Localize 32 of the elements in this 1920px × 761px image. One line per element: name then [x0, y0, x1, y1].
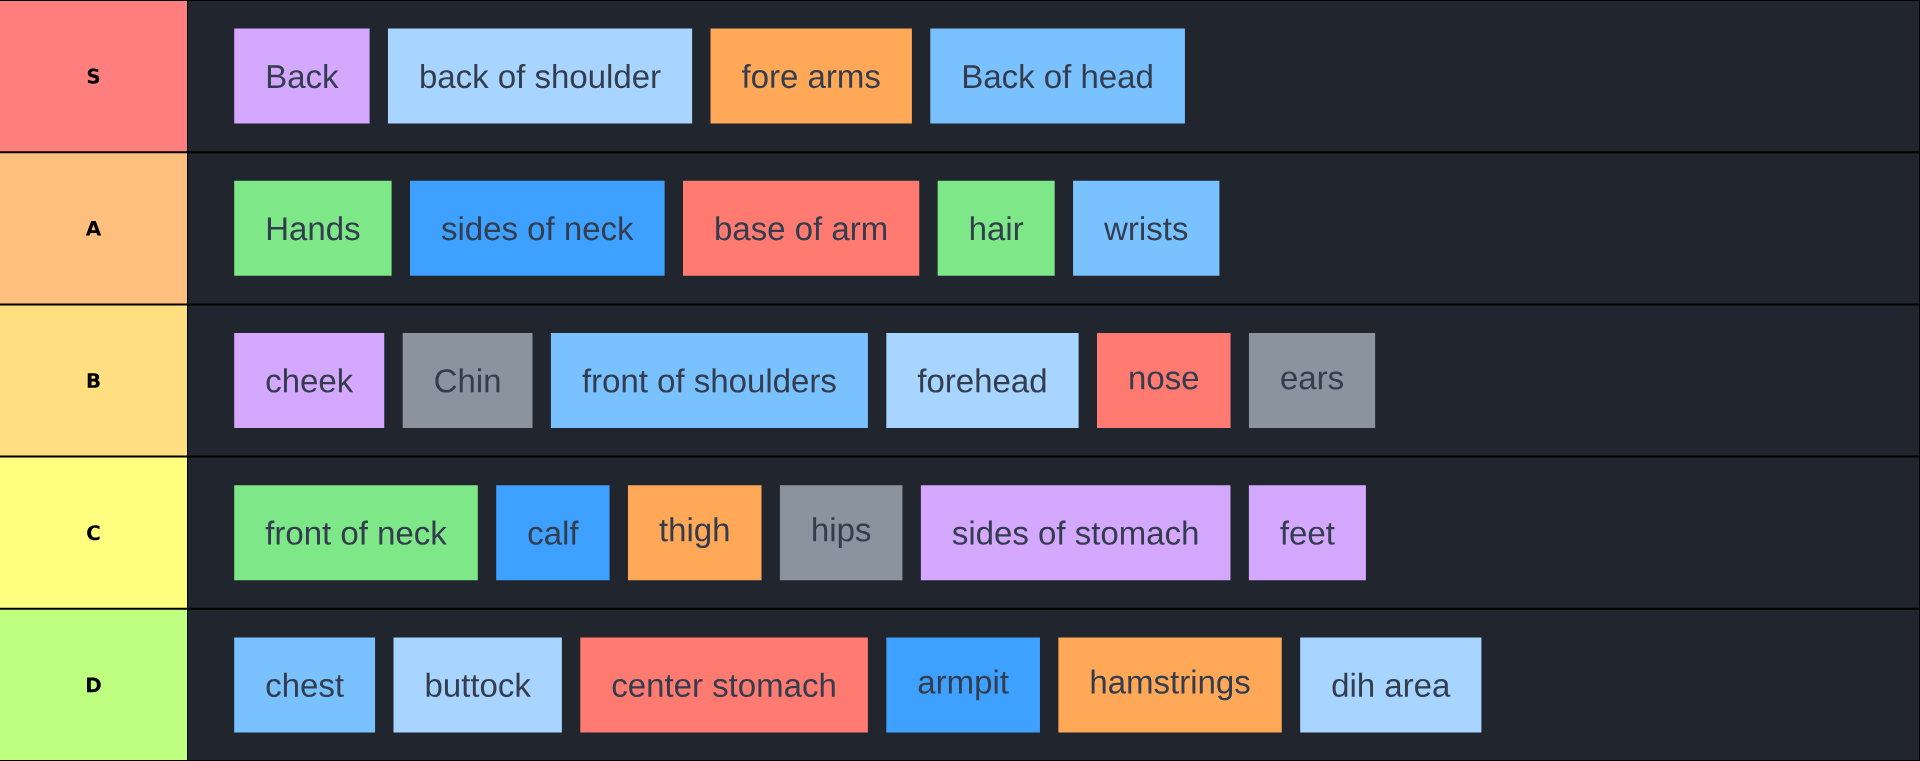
- tier-item: dih area: [1300, 637, 1482, 733]
- tier-item: forehead: [886, 333, 1079, 428]
- tier-item: hair: [937, 180, 1055, 276]
- tier-item: base of arm: [683, 180, 920, 276]
- tier-label: B: [0, 305, 187, 456]
- tier-item: front of neck: [234, 485, 478, 581]
- tier-item: wrists: [1073, 180, 1220, 276]
- tier-item: Back: [234, 28, 370, 124]
- tier-item: ears: [1248, 333, 1376, 428]
- tier-item: armpit: [886, 637, 1040, 733]
- tier-item: back of shoulder: [387, 28, 693, 124]
- tier-item: thigh: [627, 485, 762, 581]
- tier-item: center stomach: [580, 637, 868, 733]
- tier-item: hips: [779, 485, 903, 581]
- tier-item: chest: [234, 637, 376, 733]
- tier-item: Hands: [234, 180, 392, 276]
- tier-item: Chin: [402, 333, 533, 428]
- tier-item: fore arms: [710, 28, 912, 124]
- tier-item: feet: [1248, 485, 1366, 581]
- tier-item: nose: [1097, 333, 1231, 428]
- tier-item: hamstrings: [1058, 637, 1282, 733]
- tier-label: D: [0, 609, 187, 760]
- tier-label: C: [0, 457, 187, 608]
- tier-item: sides of neck: [410, 180, 665, 276]
- tier-item: calf: [496, 485, 610, 581]
- tier-item: Back of head: [930, 28, 1185, 124]
- tier-label: A: [0, 153, 187, 304]
- tier-label: S: [0, 1, 187, 152]
- tier-item: front of shoulders: [550, 333, 868, 428]
- tier-item: buttock: [393, 637, 562, 733]
- tier-item: sides of stomach: [920, 485, 1231, 581]
- tier-item: cheek: [234, 333, 385, 428]
